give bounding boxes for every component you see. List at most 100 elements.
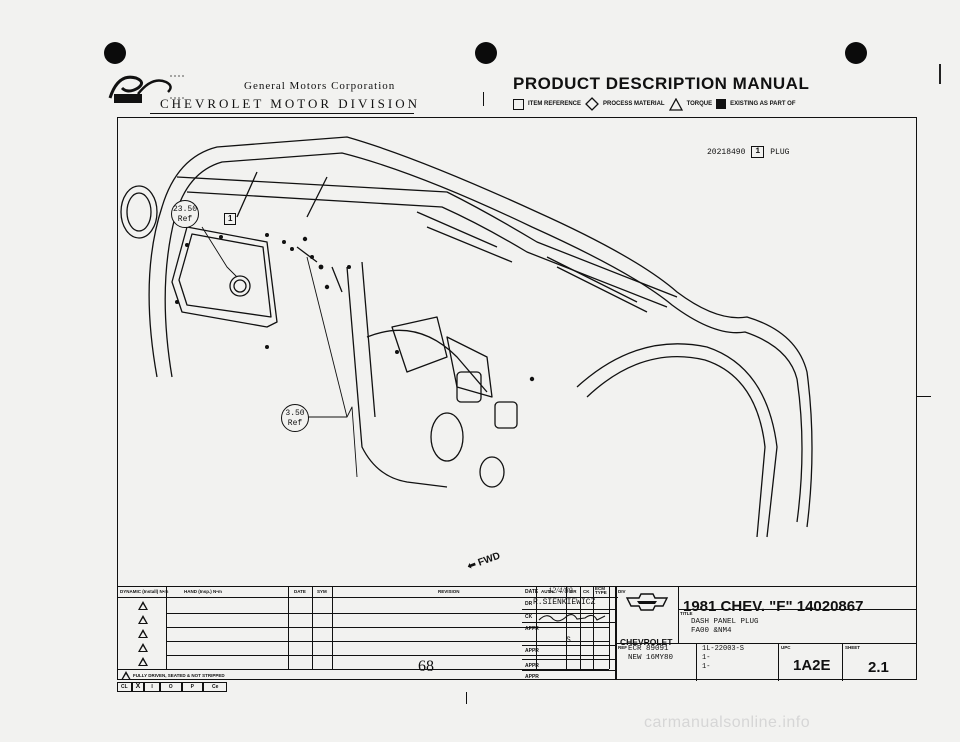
revision-table: DYNAMIC (Install) N•m HAND (Insp.) N•m D… [117,586,618,680]
drafting-graphic-logo [108,68,188,106]
title-block: DIV TITLE DASH PANEL PLUG FA00 &NM4 REF … [615,586,917,681]
torque-icon [138,615,148,624]
approved-label-4: APPR [525,674,539,680]
legend-process-material: PROCESS MATERIAL [603,101,665,107]
table-rule [580,587,581,669]
class-box-cl: CL [117,682,132,692]
part-number: 20218490 [707,147,746,157]
table-rule [166,613,609,614]
company-name: General Motors Corporation [244,80,396,92]
dimension-top-value: 23.50 [172,205,197,214]
table-rule [118,597,618,598]
table-rule [522,670,616,671]
existing-part-icon [716,99,727,109]
legend-item-reference: ITEM REFERENCE [528,101,582,107]
drawn-by-value: R.SIENKIEWICZ [533,598,596,607]
handwritten-mark: 68 [418,658,434,675]
col-dr: DR [570,589,577,594]
col-hand: HAND (Insp.) N•m [184,589,222,594]
table-rule [522,622,616,623]
margin-mark [466,692,468,704]
torque-icon [138,643,148,652]
torque-icon [121,671,131,680]
title-line-1: DASH PANEL PLUG [691,618,759,626]
margin-mark [917,396,931,397]
header-tick [483,92,485,106]
approved-label: APPR [525,626,539,632]
col-date: DATE [294,589,306,594]
table-rule [678,609,916,610]
class-box-o: O [159,682,182,692]
table-rule [696,643,697,681]
brand-name: CHEVROLET [620,637,673,647]
table-rule [616,643,916,644]
dimension-bottom-value: 3.50 [285,409,305,418]
table-rule [166,655,609,656]
date-value: 12/4/80 [548,586,573,595]
col-sym: SYM [317,589,327,594]
div-label: DIV [618,589,626,594]
dash-panel-illustration [120,136,813,538]
table-rule [166,627,609,628]
table-rule [522,659,616,660]
part-name: PLUG [770,147,790,157]
table-rule [118,669,609,670]
drawing-callout-number: 1 [224,213,237,225]
table-rule [288,587,289,669]
upc-value: 1A2E [793,657,831,674]
callout-number-box: 1 [751,146,765,158]
table-rule [522,645,616,646]
table-rule [166,587,167,669]
checker-signature [538,613,606,622]
symbol-legend: ITEM REFERENCE PROCESS MATERIAL TORQUE E… [513,97,795,111]
torque-icon [138,657,148,666]
torque-icon [138,629,148,638]
approved-value: S [566,636,571,645]
torque-icon [668,97,683,111]
col-dynamic: DYNAMIC (Install) N•m [120,589,169,594]
drawn-by-label: DR [525,601,533,607]
binder-hole-left [104,42,126,64]
class-box-ce: Ce [202,682,228,692]
table-rule [778,643,779,681]
item-reference-icon [513,98,524,110]
table-rule [566,587,567,669]
margin-mark [939,64,941,84]
document-title: 1981 CHEV. "F" 14020867 [683,598,864,615]
table-rule [536,587,537,669]
table-rule [609,587,610,669]
bowtie-logo-icon [625,593,669,611]
division-name: CHEVROLET MOTOR DIVISION [160,96,421,111]
col-ecm: ECM TYPE [595,586,607,595]
class-box-x: X [131,682,145,692]
part-reference: 20218490 1 PLUG [707,146,789,158]
col-ck: CK [583,589,590,594]
code-line-3: 1- [702,663,711,671]
table-rule [166,641,609,642]
col-revision: REVISION [438,589,460,594]
dimension-callout-top: 23.50 Ref [171,200,199,228]
table-rule [842,643,843,681]
dimension-callout-bottom: 3.50 Ref [281,404,309,432]
ref-line-1: ECR 89091 [628,645,669,653]
table-rule [678,587,679,643]
legend-existing-part: EXISTING AS PART OF [730,101,796,107]
dimension-bottom-ref: Ref [287,419,303,428]
class-boxes: CL X I O P Ce [117,682,228,692]
approved-label-3: APPR [525,663,539,669]
code-line-2: 1- [702,654,711,662]
binder-hole-center [475,42,497,64]
upc-label: UPC [781,645,791,650]
dimension-top-ref: Ref [177,215,193,224]
title-label: TITLE [680,611,693,616]
binder-hole-right [845,42,867,64]
manual-title: PRODUCT DESCRIPTION MANUAL [513,74,810,93]
legend-torque: TORQUE [686,101,713,107]
table-rule [522,609,616,610]
torque-icon [138,601,148,610]
process-material-icon [585,97,599,111]
date-label: DATE [525,589,539,595]
col-auth: AUTH [541,589,554,594]
header-rule [150,113,414,114]
class-box-p: P [181,682,203,692]
